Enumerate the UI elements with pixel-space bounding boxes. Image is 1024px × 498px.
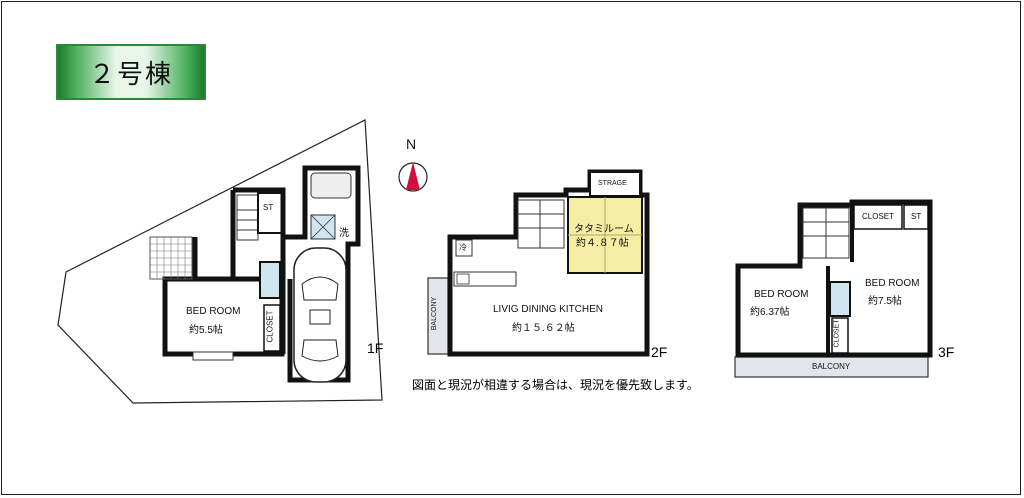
f3-st: [903, 204, 929, 230]
f3-closet-top: [853, 204, 903, 230]
f3-closet-side: [831, 317, 849, 354]
f3-toilet-room: [829, 281, 851, 317]
north-compass-icon: [398, 162, 428, 192]
floor-3-plan: [734, 199, 933, 378]
f2-tatami-name: タタミルーム: [574, 224, 634, 235]
site-boundary: [57, 119, 383, 404]
f3-stair: [802, 207, 850, 259]
north-label: N: [406, 136, 417, 152]
f1-wash-label: 洗: [339, 228, 349, 239]
f3-bedroom-a-name: BED ROOM: [754, 289, 809, 300]
f3-closet-side-label: CLOSET: [833, 319, 841, 348]
f2-storage-label: STRAGE: [598, 180, 627, 187]
f1-storage: [257, 192, 283, 234]
f1-toilet-room: [259, 261, 281, 299]
f1-closet-label: CLOSET: [265, 310, 275, 343]
f2-tatami-lines: [568, 197, 642, 273]
floor-2-label: 2F: [651, 344, 668, 360]
floor-1-label: 1F: [367, 340, 384, 356]
f1-stair: [236, 194, 259, 241]
f2-fridge-label: 冷: [459, 243, 467, 252]
f3-main-walls: [735, 199, 933, 358]
f1-deck-grid: [150, 237, 192, 279]
f3-closet-top-label: CLOSET: [862, 212, 895, 221]
f3-bedroom-b-name: BED ROOM: [865, 278, 920, 289]
f3-st-label: ST: [911, 212, 922, 221]
car-icon: [293, 247, 347, 383]
floor-3-label: 3F: [938, 344, 955, 360]
f2-storage: [589, 171, 641, 197]
disclaimer-note: 図面と現況が相違する場合は、現況を優先致します。: [412, 378, 699, 392]
f1-bedroom-name: BED ROOM: [186, 306, 241, 317]
f1-closet: [263, 304, 281, 352]
f2-ldk-name: LIVIG DINING KITCHEN: [493, 304, 604, 315]
f3-bedroom-b-size: 約7.5帖: [868, 296, 902, 307]
f1-bathtub: [310, 172, 352, 199]
floor-1-plan: [57, 119, 383, 404]
f2-balcony-label: BALCONY: [431, 296, 439, 331]
f2-fridge: [455, 239, 473, 257]
f2-ldk-size: 約１５.６２帖: [512, 323, 575, 334]
f3-bedroom-a-size: 約6.37帖: [750, 307, 790, 318]
building-badge: ２号棟: [56, 44, 206, 100]
f1-main-walls: [192, 165, 361, 383]
f1-st-label: ST: [263, 203, 274, 212]
f1-bedroom-size: 約5.5帖: [189, 325, 223, 336]
f2-tatami-size: 約４.８７帖: [576, 238, 629, 249]
f2-kitchen-counter: [453, 271, 517, 287]
f2-stove-icon: [456, 273, 470, 285]
building-title: ２号棟: [88, 59, 173, 90]
floor-2-plan: [427, 169, 650, 357]
f3-balcony-label: BALCONY: [812, 362, 851, 371]
f2-stair: [517, 199, 565, 249]
